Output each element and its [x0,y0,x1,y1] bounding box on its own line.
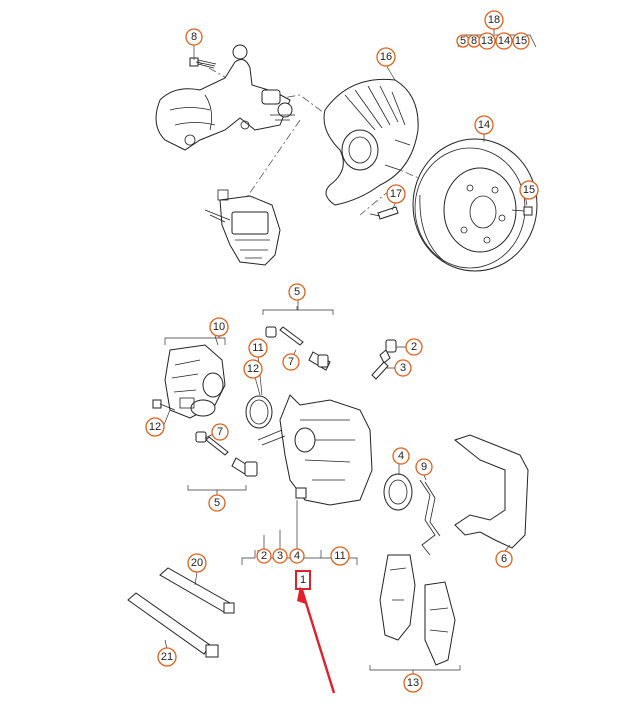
guide-bolt-lower [195,431,258,477]
steering-knuckle [155,44,295,151]
svg-text:15: 15 [515,35,527,47]
callout-1-label[interactable]: 1 [300,574,306,586]
callout-5-bottom[interactable]: 5 [208,494,226,512]
svg-text:20: 20 [191,557,203,569]
callout-7-upper[interactable]: 7 [282,353,300,371]
callout-12-upper[interactable]: 12 [243,359,263,379]
svg-text:2: 2 [261,550,267,562]
callout-6[interactable]: 6 [495,550,513,568]
callout-18[interactable]: 18 [484,10,504,30]
callout-13[interactable]: 13 [403,673,423,693]
svg-text:18: 18 [488,14,500,26]
callout-21[interactable]: 21 [157,647,177,667]
caliper-top [204,189,281,266]
svg-text:15: 15 [523,184,535,196]
grease-tube-20 [159,567,235,614]
svg-text:2: 2 [411,341,417,353]
callout-10[interactable]: 10 [209,317,229,337]
svg-text:5: 5 [460,35,466,47]
guide-bolt-upper [265,326,331,371]
o-ring [245,395,273,429]
svg-text:8: 8 [471,35,477,47]
brake-disc [412,138,538,272]
callout-14[interactable]: 14 [474,115,494,135]
svg-text:14: 14 [478,119,490,131]
svg-text:13: 13 [407,677,419,689]
highlight-box[interactable] [295,570,311,590]
caliper-housing [257,394,373,506]
svg-text:13: 13 [481,35,493,47]
svg-text:16: 16 [380,51,392,63]
svg-text:14: 14 [498,35,510,47]
callout-18-ref-5: 5 [456,34,470,48]
callout-5-top[interactable]: 5 [288,283,306,301]
callout-12-left[interactable]: 12 [145,417,165,437]
svg-text:17: 17 [390,188,402,200]
svg-text:6: 6 [501,553,507,565]
callout-3-bottom[interactable]: 3 [272,548,288,564]
callout-18-ref-8: 8 [467,34,481,48]
callout-18-ref-13: 13 [478,32,496,50]
svg-text:8: 8 [191,31,197,43]
svg-text:5: 5 [294,286,300,298]
caliper-carrier [453,434,529,549]
piston-seal [383,473,413,511]
dust-shield [323,78,419,206]
pointer-arrow [297,586,336,694]
svg-text:10: 10 [213,321,225,333]
callout-2-right[interactable]: 2 [405,338,423,356]
grease-tube-21 [127,592,219,658]
svg-text:11: 11 [252,342,263,354]
callout-9[interactable]: 9 [415,458,433,476]
callout-18-ref-14: 14 [495,32,513,50]
bleeder-valve [371,339,397,380]
callout-18-ref-15: 15 [512,32,530,50]
svg-text:4: 4 [398,450,404,462]
svg-text:12: 12 [149,421,161,433]
callout-15[interactable]: 15 [519,180,539,200]
spring-clip [419,479,441,556]
svg-text:12: 12 [247,363,259,375]
svg-text:7: 7 [217,426,223,438]
brake-pads [379,554,456,666]
callout-20[interactable]: 20 [187,553,207,573]
callout-8[interactable]: 8 [185,28,203,46]
callout-3-right[interactable]: 3 [394,359,412,377]
svg-text:7: 7 [288,356,294,368]
bolt-15 [511,206,533,216]
svg-text:9: 9 [421,461,427,473]
svg-text:4: 4 [294,550,300,562]
svg-text:21: 21 [161,651,173,663]
callout-4-seal[interactable]: 4 [392,447,410,465]
callout-2-bottom[interactable]: 2 [256,548,272,564]
callout-11-bottom[interactable]: 11 [330,546,350,566]
bolt-12-left [152,399,176,411]
svg-text:3: 3 [277,550,283,562]
callout-11-upper[interactable]: 11 [248,338,268,358]
callout-17[interactable]: 17 [386,184,406,204]
bolt-17 [369,206,399,220]
svg-text:3: 3 [400,362,406,374]
callout-16[interactable]: 16 [376,47,396,67]
svg-text:5: 5 [214,497,220,509]
callout-4-bottom[interactable]: 4 [289,548,305,564]
callout-7-left[interactable]: 7 [211,423,229,441]
svg-text:11: 11 [334,550,345,562]
parking-brake-motor [164,344,226,419]
